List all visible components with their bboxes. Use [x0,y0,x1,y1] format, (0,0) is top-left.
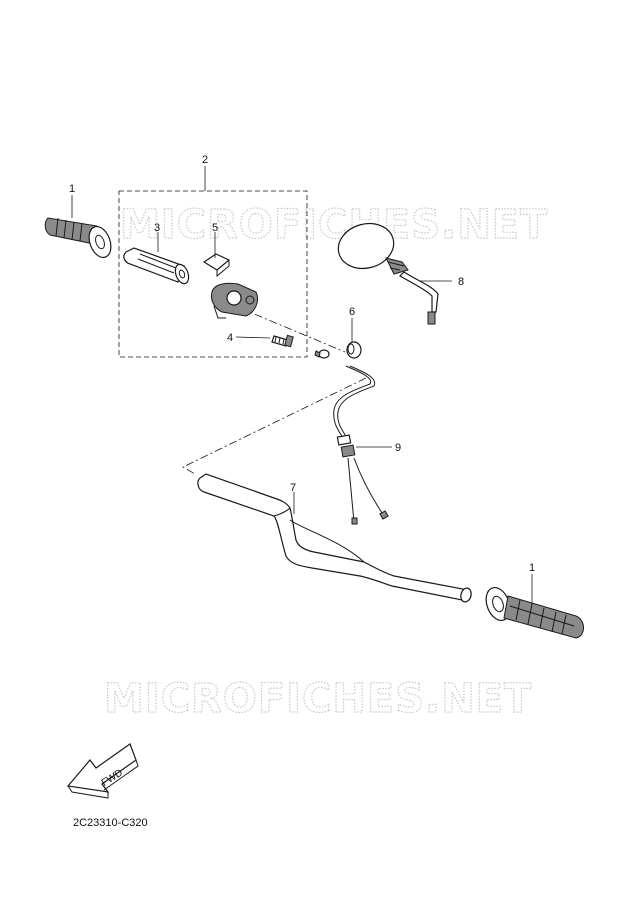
fwd-arrow-icon: FWD [66,743,139,799]
assembly-guide-line [182,377,367,475]
watermark-top: MICROFICHES.NET [120,202,548,248]
callout-4: 4 [227,332,233,344]
watermark-bottom: MICROFICHES.NET [104,676,532,722]
callout-2: 2 [202,154,208,166]
diagram-code: 2C23310-C320 [73,817,148,829]
handlebar [197,473,472,603]
callout-1-right: 1 [529,562,535,574]
screw [271,334,294,348]
nut [314,349,330,359]
callout-5: 5 [212,222,218,234]
leader-4 [235,336,271,339]
throttle-grip [123,247,190,285]
clip [202,253,231,278]
cap [346,341,362,359]
callout-1-left: 1 [69,183,75,195]
grip-left [44,217,112,259]
callout-6: 6 [349,306,355,318]
callout-3: 3 [154,222,160,234]
grip-right [485,586,584,639]
callout-9: 9 [395,442,401,454]
assembly-box [118,190,308,358]
callout-7: 7 [290,482,296,494]
assembly-guide-line-upper [239,307,346,353]
cable [333,365,389,525]
callout-8: 8 [458,276,464,288]
throttle-housing [211,282,259,319]
mirror [337,222,439,325]
